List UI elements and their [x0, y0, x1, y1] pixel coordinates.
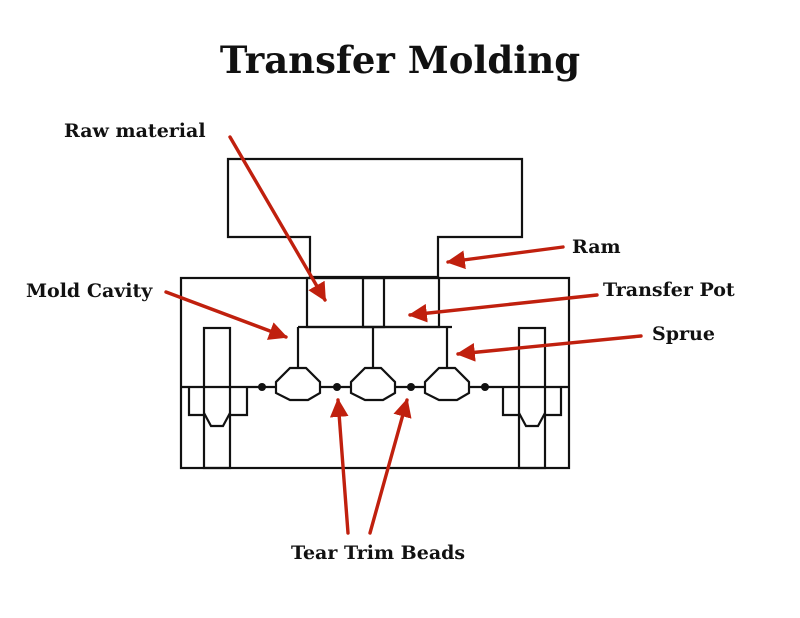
guide-pin-tip-right: [518, 412, 546, 428]
arrow-sprue: [456, 334, 643, 362]
arrow-mold-cavity: [164, 290, 288, 340]
diagram-title: Transfer Molding: [219, 38, 581, 82]
mold-cavity-center: [349, 366, 397, 402]
arrow-bead-right: [368, 398, 412, 535]
arrow-raw-material: [228, 135, 327, 302]
guide-pin-left: [202, 326, 232, 470]
guide-bushing-right: [501, 387, 563, 417]
arrow-transfer-pot: [408, 293, 599, 323]
guide-pin-tip-left: [203, 412, 231, 428]
arrow-ram: [446, 245, 565, 270]
label-transfer-pot: Transfer Pot: [603, 279, 735, 301]
tear-trim-beads: [258, 383, 489, 391]
arrow-bead-left: [329, 398, 350, 535]
mold-cavity-right: [423, 366, 471, 402]
bead-2: [333, 383, 341, 391]
bead-4: [481, 383, 489, 391]
label-sprue: Sprue: [652, 323, 715, 345]
bead-3: [407, 383, 415, 391]
label-mold-cavity: Mold Cavity: [26, 280, 153, 302]
label-tear-trim-beads: Tear Trim Beads: [291, 542, 466, 564]
label-ram: Ram: [572, 236, 621, 258]
bead-1: [258, 383, 266, 391]
guide-bushing-left: [187, 387, 249, 417]
label-raw-material: Raw material: [64, 120, 206, 142]
guide-pin-right: [517, 326, 547, 470]
mold-cavity-left: [274, 366, 322, 402]
